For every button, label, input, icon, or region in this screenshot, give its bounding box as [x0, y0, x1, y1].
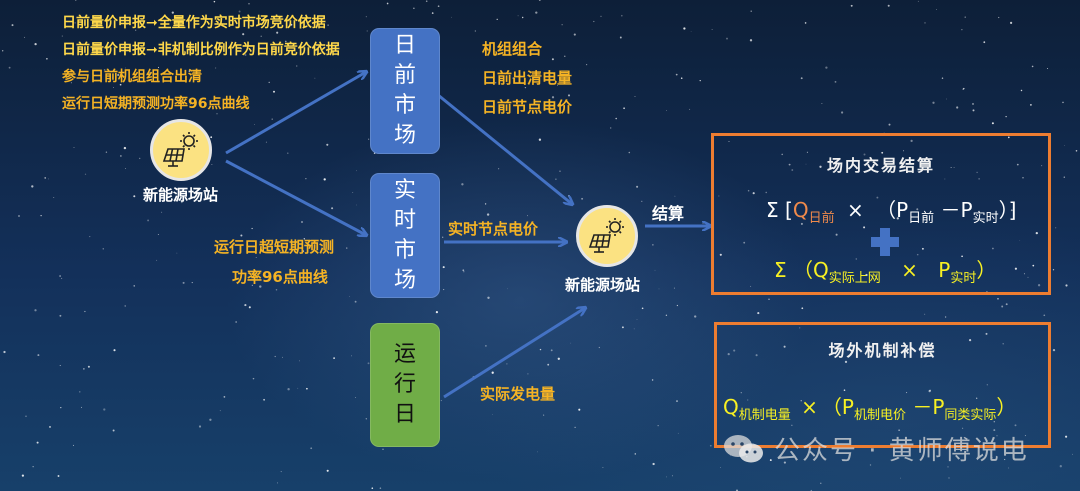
arrow-operation-to-target: [443, 308, 585, 399]
note-line: 日前量价申报➞全量作为实时市场竞价依据: [62, 15, 326, 31]
p-symbol: P: [932, 395, 945, 419]
times-symbol: ×: [901, 258, 918, 282]
inside-formula-2: Σ （Q实际上网 × P实时）: [774, 254, 996, 286]
q-symbol: Q: [723, 395, 739, 419]
times-symbol: ×: [801, 395, 818, 419]
sigma-symbol: Σ: [766, 198, 779, 222]
solar-panel-sun-icon: [588, 218, 624, 253]
day-ahead-market-box[interactable]: 日 前 市 场: [370, 28, 440, 154]
box-char: 市: [393, 237, 416, 263]
note-line: 日前量价申报➞非机制比例作为日前竞价依据: [62, 42, 340, 58]
box-char: 运: [393, 342, 416, 367]
q-subscript: 日前: [808, 211, 835, 226]
box-char: 日: [393, 402, 416, 427]
box-char: 时: [393, 207, 416, 233]
ultra-short-note-line1: 运行日超短期预测: [214, 238, 335, 256]
box-char: 行: [393, 372, 416, 397]
p-subscript: 同类实际: [944, 408, 997, 423]
q-dayahead: Q日前: [792, 198, 835, 226]
p-symbol: P: [938, 258, 951, 282]
p-symbol: P: [960, 198, 973, 222]
target-station-circle: [576, 205, 638, 267]
p-subscript: 实时: [950, 271, 977, 286]
p-subscript: 日前: [908, 211, 935, 226]
arrow-dayahead-to-target: [437, 93, 572, 204]
p-subscript: 实时: [972, 211, 999, 226]
p-subscript: 机制电价: [853, 408, 906, 423]
left-notes: 日前量价申报➞全量作为实时市场竞价依据 日前量价申报➞非机制比例作为日前竞价依据…: [62, 12, 340, 120]
times-symbol: ×: [846, 198, 864, 222]
output-item: 机组组合: [482, 40, 543, 58]
outside-formula: Q机制电量 ×（P机制电价 －P同类实际）: [723, 391, 1016, 423]
q-symbol: Q: [792, 198, 809, 222]
bracket: [: [785, 198, 793, 222]
source-station-circle: [150, 119, 212, 181]
minus-symbol: －: [912, 395, 933, 419]
note-line: 运行日短期预测功率96点曲线: [62, 96, 250, 112]
panel-title: 场外机制补偿: [828, 341, 937, 360]
paren: ）]: [998, 198, 1017, 222]
real-time-market-box[interactable]: 实 时 市 场: [370, 173, 440, 298]
box-char: 实: [393, 177, 416, 203]
sigma-symbol: Σ: [774, 258, 787, 282]
day-ahead-outputs: 机组组合 日前出清电量 日前节点电价: [482, 38, 572, 125]
paren: ）: [976, 258, 997, 282]
target-station-label: 新能源场站: [565, 276, 641, 294]
paren: （: [876, 198, 897, 222]
box-char: 市: [393, 93, 416, 118]
p-symbol: P: [896, 198, 909, 222]
panel-title: 场内交易结算: [826, 156, 935, 175]
operation-output: 实际发电量: [480, 385, 556, 403]
paren: （: [793, 258, 813, 282]
p-symbol: P: [841, 395, 854, 419]
output-item: 日前出清电量: [482, 69, 573, 87]
wechat-icon: [724, 434, 763, 462]
real-time-output: 实时节点电价: [448, 220, 539, 238]
solar-panel-sun-icon: [162, 132, 198, 167]
paren: ）: [996, 395, 1017, 419]
minus-symbol: －: [940, 198, 961, 222]
outside-compensation-panel: 场外机制补偿 Q机制电量 ×（P机制电价 －P同类实际）: [714, 322, 1051, 448]
paren: （: [821, 395, 842, 419]
arrow-station-to-realtime: [225, 159, 366, 235]
q-subscript: 实际上网: [828, 271, 881, 286]
box-char: 场: [393, 123, 416, 148]
inside-settlement-panel: 场内交易结算 Σ [Q日前 × （P日前 －P实时）] Σ （Q实际上网 × P…: [711, 133, 1051, 295]
q-symbol: Q: [813, 258, 829, 282]
watermark-text: 公众号 · 黄师傅说电: [774, 436, 1029, 466]
box-char: 日: [393, 33, 416, 58]
note-line: 参与日前机组组合出清: [62, 69, 202, 85]
box-char: 前: [393, 63, 416, 88]
operation-day-box[interactable]: 运 行 日: [370, 323, 440, 447]
source-station-label: 新能源场站: [143, 186, 219, 204]
inside-formula-1: Σ [Q日前 × （P日前 －P实时）]: [766, 194, 1016, 226]
arrow-station-to-dayahead: [225, 72, 366, 155]
watermark: 公众号 · 黄师傅说电: [722, 430, 1029, 467]
output-item: 日前节点电价: [482, 98, 573, 116]
q-subscript: 机制电量: [738, 408, 791, 423]
box-char: 场: [393, 267, 416, 293]
settlement-label: 结算: [652, 204, 685, 223]
plus-icon: [871, 228, 899, 256]
ultra-short-note-line2: 功率96点曲线: [232, 268, 328, 286]
